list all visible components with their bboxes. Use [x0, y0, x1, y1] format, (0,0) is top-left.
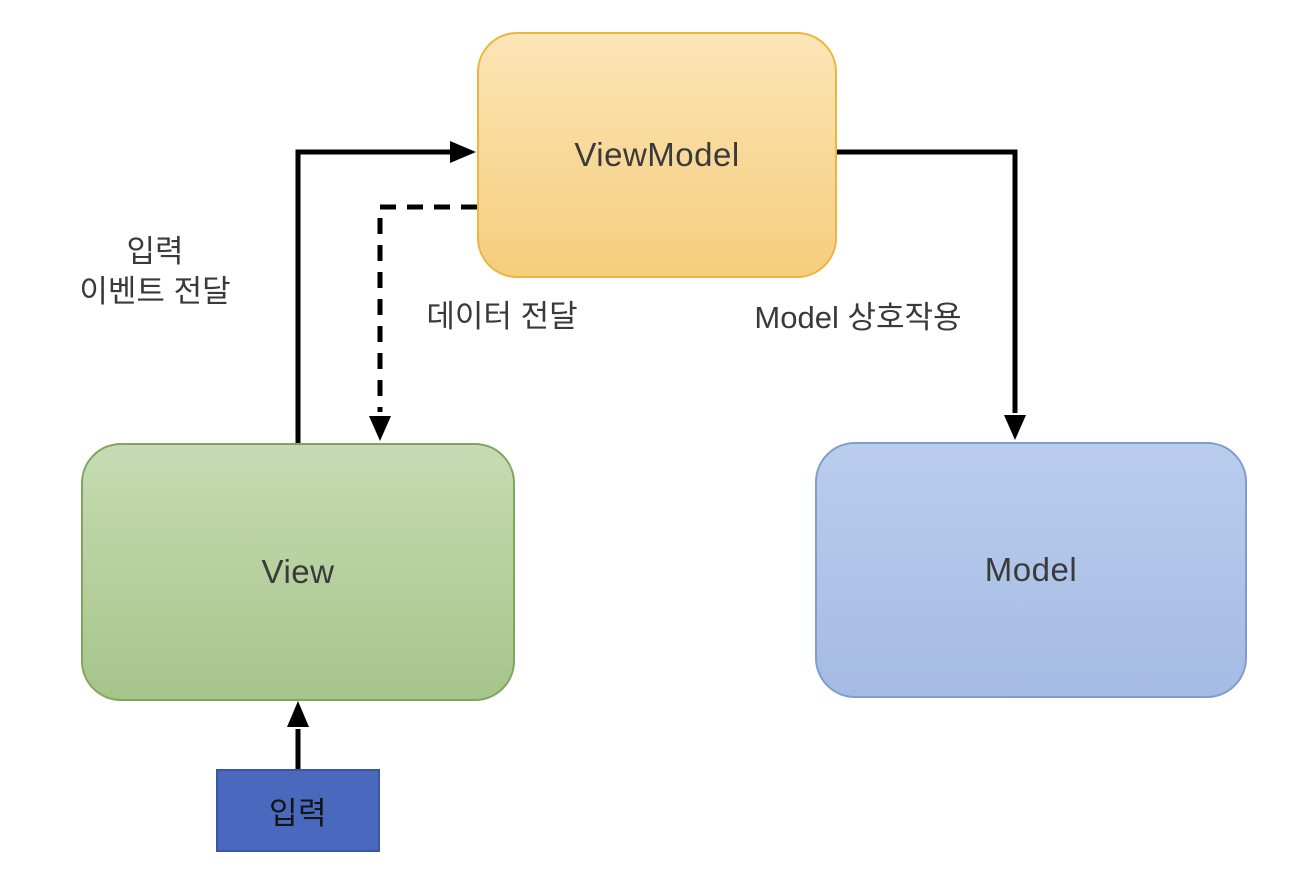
edge-viewmodel-to-model-arrowhead-icon: [1004, 415, 1026, 440]
node-view-label: View: [261, 553, 335, 590]
edge-viewmodel-to-model-line: [837, 149, 1018, 413]
node-input: 입력: [216, 769, 380, 852]
edge-input-to-view-arrowhead-icon: [287, 701, 309, 727]
node-viewmodel: ViewModel: [477, 32, 837, 278]
node-viewmodel-label: ViewModel: [574, 136, 740, 173]
node-model: Model: [815, 442, 1247, 698]
edge-viewmodel-to-view-arrowhead-icon: [369, 416, 391, 441]
edge-label-data-delivery: 데이터 전달: [426, 299, 578, 334]
node-view: View: [81, 443, 515, 701]
node-model-label: Model: [984, 551, 1078, 588]
edge-label-input-event: 입력 이벤트 전달: [79, 234, 231, 309]
edge-label-model-interaction: Model 상호작용: [754, 300, 962, 335]
edge-view-to-viewmodel-arrowhead-icon: [450, 141, 476, 163]
node-input-label: 입력: [268, 796, 328, 831]
